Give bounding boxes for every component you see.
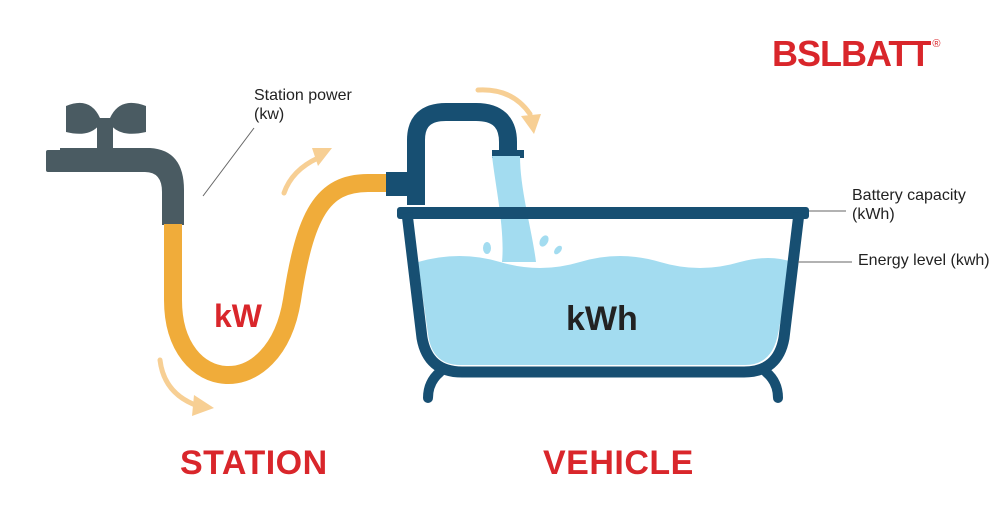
flow-arrow-icon [157, 87, 541, 416]
station-power-leader [202, 127, 255, 197]
registered-mark: ® [932, 38, 941, 50]
kwh-label: kWh [566, 300, 638, 338]
logo-text: BSLBATT [772, 33, 931, 74]
hose-icon [164, 174, 386, 384]
faucet-icon [46, 102, 184, 225]
kw-label: kW [214, 298, 262, 334]
water-splash [483, 235, 562, 255]
bathtub-icon [397, 207, 809, 403]
bslbatt-logo: BSLBATT ® [772, 33, 941, 74]
vehicle-title: VEHICLE [543, 444, 694, 482]
station-title: STATION [180, 444, 328, 482]
station-power-label: Station power (kw) [254, 87, 352, 123]
energy-level-label: Energy level (kwh) [858, 252, 990, 269]
tub-spout-icon [386, 103, 524, 205]
battery-capacity-label: Battery capacity (kWh) [852, 187, 966, 223]
